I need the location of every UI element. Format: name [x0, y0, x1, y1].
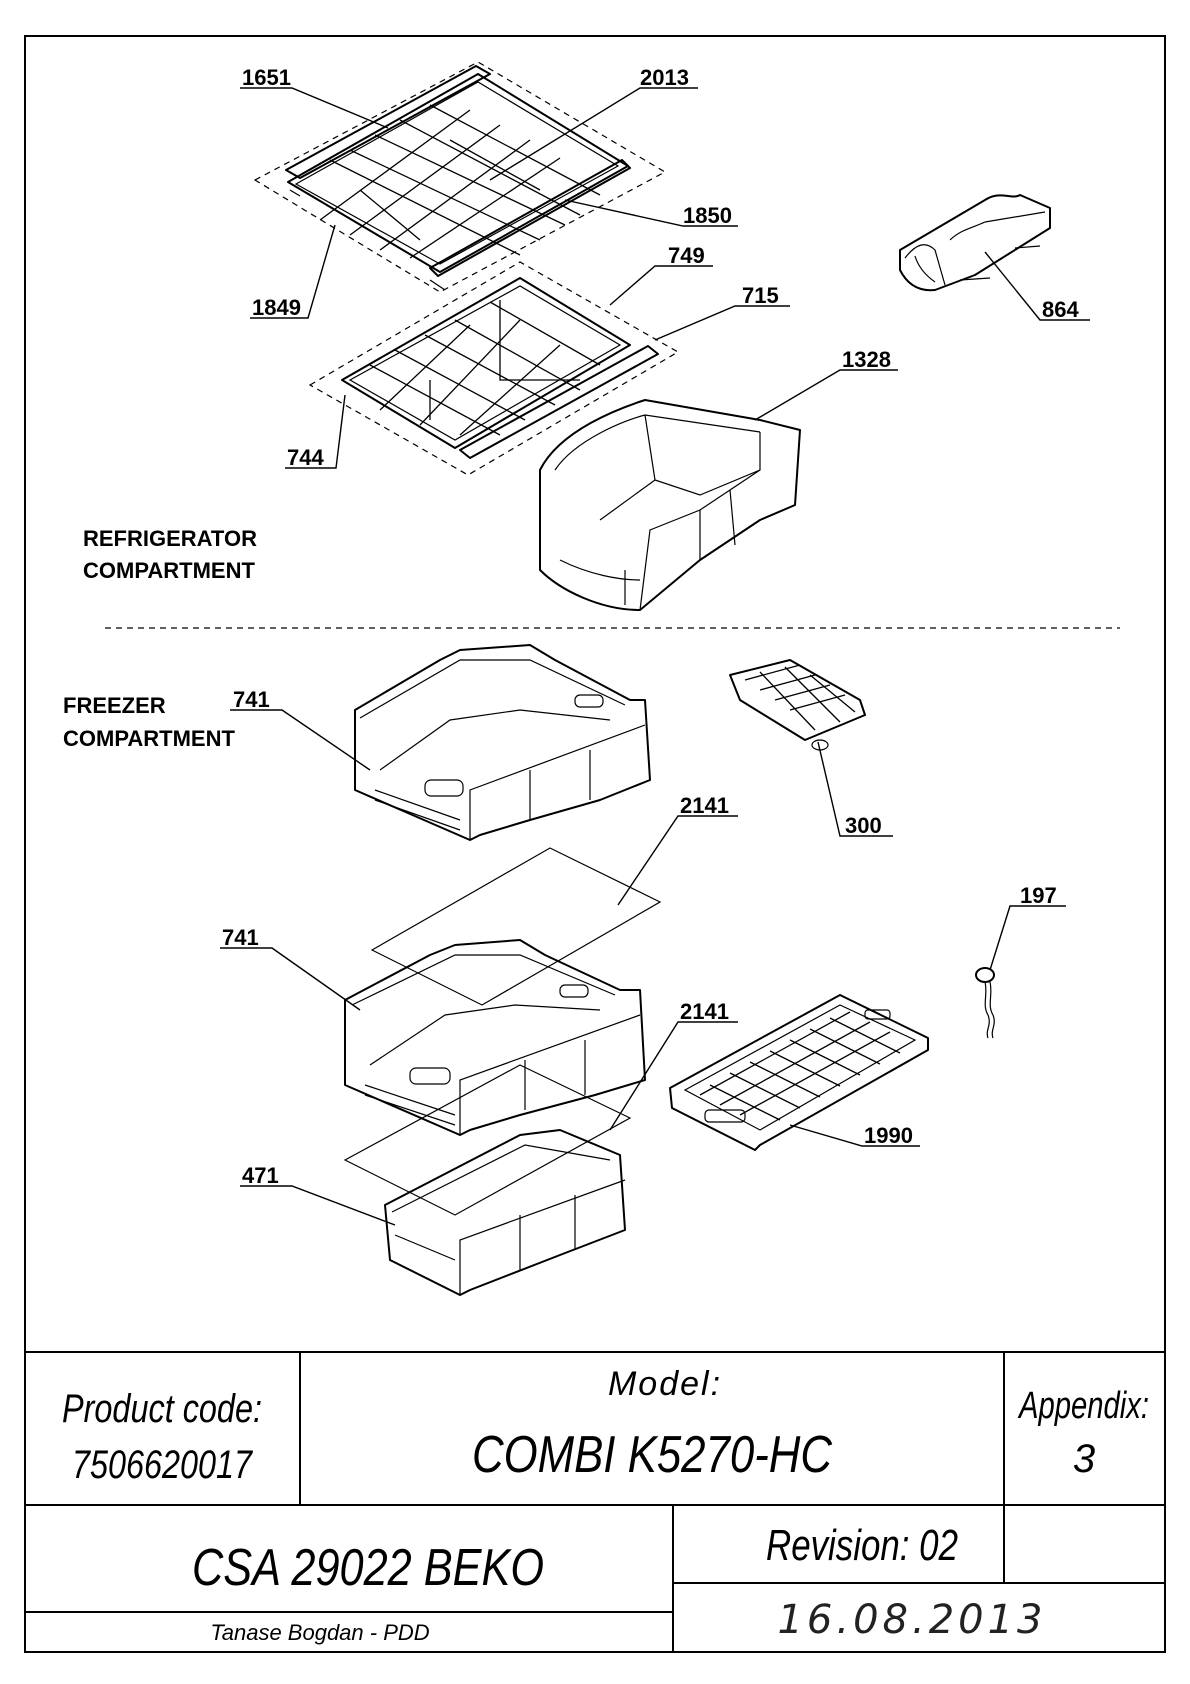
callout-1651: 1651 [242, 65, 291, 90]
callout-471: 471 [242, 1163, 279, 1188]
freezer-drawer-bottom [384, 1129, 626, 1296]
refrigerator-title-line2: COMPARTMENT [83, 558, 255, 583]
leader-lines [220, 87, 1090, 1226]
callout-741-lower: 741 [222, 925, 259, 950]
callout-2141-upper: 2141 [680, 793, 729, 818]
freezer-title-line1: FREEZER [63, 693, 166, 718]
crisper-drawer [539, 399, 801, 611]
callout-864: 864 [1042, 297, 1079, 322]
callout-2141-lower: 2141 [680, 999, 729, 1024]
refrigerator-title-line1: REFRIGERATOR [83, 526, 257, 551]
callout-1850: 1850 [683, 203, 732, 228]
callout-749: 749 [668, 243, 705, 268]
ice-cube-tray [729, 659, 866, 751]
divider-sheet-upper [370, 847, 662, 1006]
revision-date: 16.08.2013 [777, 1597, 1046, 1643]
callout-1990: 1990 [864, 1123, 913, 1148]
storage-tray [669, 994, 929, 1151]
glass-shelf-upper [253, 61, 667, 293]
title-block: Product code: 7506620017 Model: COMBI K5… [25, 1351, 1165, 1652]
model-name: COMBI K5270-HC [472, 1426, 832, 1484]
key-chain-part [975, 967, 995, 1039]
freezer-drawer-lower [344, 939, 646, 1136]
product-code: 7506620017 [72, 1443, 253, 1487]
model-label: Model: [608, 1365, 722, 1403]
freezer-title-line2: COMPARTMENT [63, 726, 235, 751]
product-code-label: Product code: [62, 1387, 262, 1431]
egg-tray [899, 194, 1051, 292]
callout-715: 715 [742, 283, 779, 308]
freezer-drawer-upper [354, 644, 651, 841]
callout-1849: 1849 [252, 295, 301, 320]
appendix-number: 3 [1073, 1437, 1095, 1481]
glass-shelf-lower [308, 261, 680, 476]
callout-labels: 1651 2013 1850 1849 749 715 744 864 1328… [222, 65, 1079, 1188]
revision: Revision: 02 [766, 1521, 958, 1570]
callout-741-upper: 741 [233, 687, 270, 712]
author: Tanase Bogdan - PDD [210, 1620, 429, 1645]
callout-744: 744 [287, 445, 324, 470]
callout-300: 300 [845, 813, 882, 838]
callout-197: 197 [1020, 883, 1057, 908]
document-number: CSA 29022 BEKO [192, 1539, 544, 1597]
divider-sheet-lower [343, 1064, 632, 1216]
appendix-label: Appendix: [1017, 1385, 1149, 1427]
callout-1328: 1328 [842, 347, 891, 372]
sheet-frame [24, 35, 1166, 1653]
callout-2013: 2013 [640, 65, 689, 90]
